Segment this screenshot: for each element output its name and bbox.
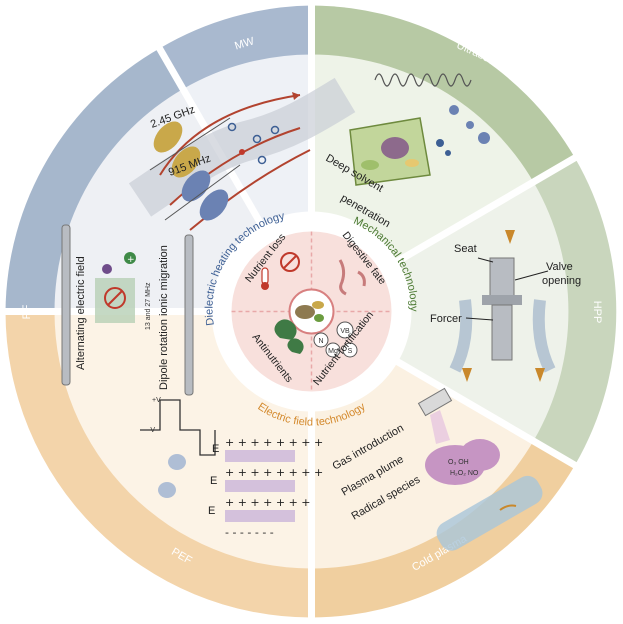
pef-e-field-3: E	[208, 505, 215, 517]
segment-label-mw: MW	[233, 35, 256, 52]
svg-text:+: +	[127, 255, 135, 265]
hpp-illustration: Seat Valve opening Forcer	[430, 230, 581, 382]
hpp-valve-label-line1: Valve	[546, 261, 573, 273]
inner-s: S	[348, 348, 353, 355]
hpp-forcer-label: Forcer	[430, 313, 462, 325]
inner-mg: Mg	[328, 348, 338, 355]
svg-text:+ + + + + + + +: + + + + + + + +	[225, 436, 323, 449]
hpp-seat-label: Seat	[454, 243, 477, 255]
inner-vb: VB	[340, 328, 350, 335]
svg-text:O₃ OH: O₃ OH	[448, 459, 469, 466]
rf-frequency-note: 13 and 27 MHz	[145, 282, 152, 330]
segment-label-rf: RF	[21, 304, 33, 319]
svg-text:+ + + + + + + +: + + + + + + + +	[225, 466, 323, 479]
inner-n: N	[318, 338, 323, 345]
mw-illustration: 2.45 GHz 915 MHz	[128, 77, 356, 231]
pef-minus-v: -V	[148, 427, 155, 434]
rf-line1: Alternating electric field	[75, 256, 87, 370]
svg-text:+ + + + + + +: + + + + + + +	[225, 496, 311, 509]
pef-e-field-1: E	[212, 443, 219, 455]
svg-text:H₂O₂ NO: H₂O₂ NO	[450, 470, 479, 477]
pef-illustration: +V -V E E E + + + + + + + + + + + + + + …	[140, 397, 323, 539]
pef-e-field-2: E	[210, 475, 217, 487]
pef-plus-v: +V	[152, 397, 161, 404]
rf-line2: Dipole rotation ionic migration	[158, 245, 170, 390]
svg-text:- - - - - - -: - - - - - - -	[225, 526, 274, 539]
segment-label-hpp: HPP	[591, 301, 603, 324]
hpp-valve-label-line2: opening	[542, 275, 581, 287]
rf-illustration: + Alternating electric field Dipole rota…	[61, 224, 194, 396]
